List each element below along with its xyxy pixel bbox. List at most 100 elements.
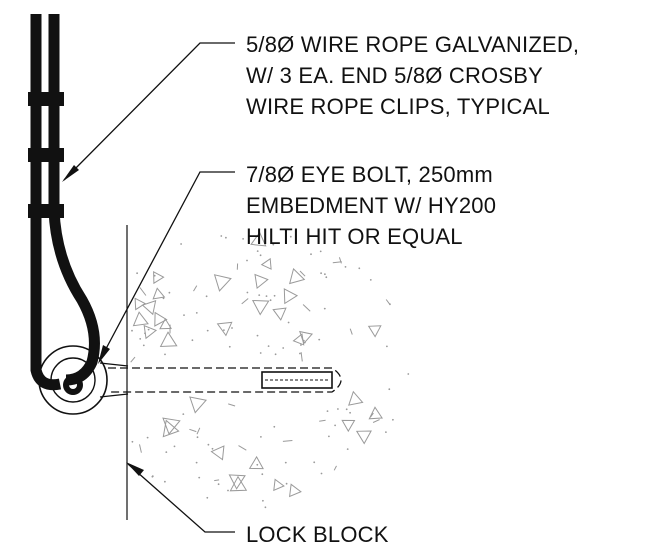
- hatch-dot: [310, 253, 312, 256]
- hatch-aggregate: [283, 288, 299, 305]
- hatch-dot: [392, 418, 394, 421]
- hatch-dot: [300, 344, 302, 346]
- hatch-aggregate: [248, 455, 264, 470]
- hatch-aggregate: [159, 331, 178, 348]
- hatch-aggregate: [299, 330, 314, 345]
- hatch-dash: [300, 352, 303, 362]
- hatch-aggregate: [162, 419, 180, 438]
- hatch-dot: [191, 339, 194, 342]
- hatch-aggregate: [288, 483, 302, 498]
- hatch-dash: [189, 428, 197, 433]
- eye-bolt-shank: [108, 367, 342, 393]
- leader-eye-bolt: [98, 171, 235, 364]
- hatch-aggregate: [251, 299, 270, 316]
- hatch-aggregate: [153, 270, 165, 285]
- hatch-dot: [274, 353, 277, 356]
- hatch-dot: [320, 272, 322, 275]
- hatch-aggregate: [132, 311, 149, 327]
- hatch-dash: [130, 356, 136, 363]
- hatch-aggregate: [272, 307, 287, 321]
- callout-wire-rope: 5/8Ø WIRE ROPE GALVANIZED, W/ 3 EA. END …: [246, 32, 579, 119]
- hatch-dot: [346, 448, 349, 450]
- hatch-dot: [267, 345, 270, 347]
- hatch-aggregate: [159, 317, 172, 330]
- hatch-dot: [262, 499, 264, 502]
- hatch-dot: [223, 329, 225, 331]
- hatch-dot: [131, 440, 134, 443]
- hatch-dot: [228, 345, 231, 348]
- hatch-dot: [282, 347, 285, 349]
- hatch-dot: [231, 327, 233, 329]
- hatch-dash: [319, 419, 326, 422]
- hatch-aggregate: [355, 430, 372, 445]
- hatch-dash: [214, 479, 220, 482]
- hatch-dot: [386, 345, 388, 348]
- hatch-dot: [299, 352, 301, 355]
- hatch-dot: [259, 352, 262, 354]
- hatch-dash: [338, 257, 342, 264]
- hatch-dot: [272, 243, 275, 246]
- hatch-dot: [325, 276, 328, 279]
- hatch-aggregate: [152, 287, 166, 300]
- hatch-dot: [385, 431, 387, 433]
- hatch-dot: [328, 435, 330, 438]
- hatch-aggregate: [250, 231, 267, 247]
- callout-eye-bolt: 7/8Ø EYE BOLT, 250mm EMBEDMENT W/ HY200 …: [246, 162, 496, 249]
- hatch-aggregate: [143, 324, 158, 340]
- hatch-dot: [287, 321, 290, 324]
- hatch-dot: [131, 329, 133, 332]
- hatch-dot: [196, 436, 199, 439]
- hatch-dot: [227, 489, 229, 492]
- eye-bolt-line-1: 7/8Ø EYE BOLT, 250mm: [246, 162, 493, 187]
- hatch-aggregate: [368, 406, 383, 420]
- hatch-dot: [285, 482, 288, 485]
- callout-lock-block: LOCK BLOCK: [246, 522, 389, 547]
- hatch-dot: [205, 295, 208, 298]
- hatch-dot: [358, 267, 361, 270]
- hatch-dot: [173, 445, 176, 448]
- clip-3: [28, 204, 64, 218]
- hatch-dash: [302, 304, 311, 312]
- hatch-dot: [260, 436, 262, 438]
- hatch-dot: [324, 273, 326, 276]
- hatch-dash: [196, 427, 201, 435]
- hatch-dot: [207, 443, 210, 446]
- leader-wire-rope: [62, 42, 235, 182]
- hatch-dot: [146, 436, 149, 439]
- hatch-dot: [320, 472, 323, 475]
- eye-bolt-line-2: EMBEDMENT W/ HY200: [246, 193, 496, 218]
- hatch-dot: [256, 250, 259, 253]
- hatch-dot: [206, 329, 209, 332]
- leader-lock-block: [126, 462, 235, 533]
- wire-rope-line-2: W/ 3 EA. END 5/8Ø CROSBY: [246, 63, 543, 88]
- hatch-dot: [242, 238, 245, 240]
- clip-2: [28, 148, 64, 162]
- wire-rope: [30, 14, 100, 391]
- hatch-dot: [195, 312, 198, 314]
- hatch-aggregate: [228, 474, 246, 490]
- hatch-dot: [273, 294, 276, 297]
- hatch-dot: [256, 334, 259, 337]
- hatch-dot: [153, 274, 156, 277]
- hatch-aggregate: [260, 257, 272, 270]
- hatch-aggregate: [367, 325, 382, 338]
- hatch-dot: [326, 410, 329, 412]
- hatch-dot: [147, 328, 150, 331]
- hatch-dot: [225, 236, 227, 239]
- hatch-aggregate: [134, 297, 147, 311]
- hatch-dot: [344, 266, 347, 268]
- hatch-dot: [407, 373, 410, 375]
- hatch-aggregate: [288, 267, 306, 285]
- hatch-aggregate: [213, 274, 232, 292]
- crosby-clips: [28, 92, 64, 218]
- wire-rope-line-1: 5/8Ø WIRE ROPE GALVANIZED,: [246, 32, 579, 57]
- hatch-dash: [333, 465, 337, 471]
- hatch-dot: [217, 483, 220, 486]
- hatch-dash: [228, 403, 236, 407]
- hatch-dash: [385, 299, 391, 306]
- hatch-dot: [220, 235, 223, 237]
- hatch-dash: [139, 287, 147, 296]
- hatch-dot: [142, 344, 145, 347]
